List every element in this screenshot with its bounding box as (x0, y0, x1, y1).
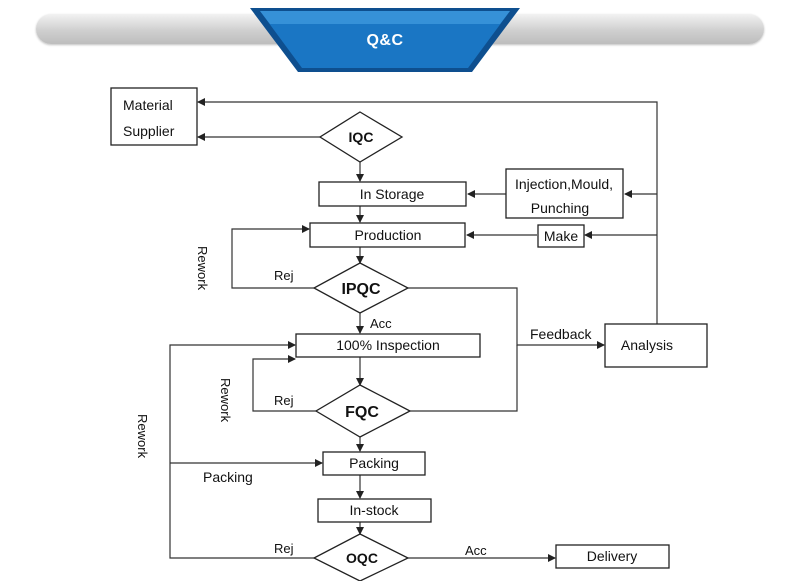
iqc-node: IQC (318, 111, 404, 163)
material-supplier-node: Material Supplier (110, 87, 198, 146)
material-supplier-line1: Material (123, 97, 173, 113)
in-storage-node: In Storage (318, 181, 467, 207)
rework-label-fqc: Rework (218, 378, 233, 423)
analysis-node: Analysis (604, 323, 708, 368)
production-label: Production (355, 227, 422, 243)
in-stock-label: In-stock (349, 502, 399, 518)
fqc-node: FQC (314, 384, 412, 438)
in-stock-node: In-stock (317, 498, 432, 523)
material-supplier-line2: Supplier (123, 123, 175, 139)
oqc-node: OQC (312, 533, 410, 581)
inspection-label: 100% Inspection (336, 337, 440, 353)
header-tab (250, 8, 520, 72)
feedback-label: Feedback (530, 326, 592, 342)
ipqc-node: IPQC (312, 262, 410, 314)
oqc-acc-label: Acc (465, 543, 487, 558)
ipqc-rej-label: Rej (274, 268, 294, 283)
ipqc-label: IPQC (341, 281, 381, 298)
rework-label-oqc: Rework (135, 414, 150, 459)
fqc-rej-label: Rej (274, 393, 294, 408)
page-title: Q&C (366, 32, 404, 49)
oqc-rej-label: Rej (274, 541, 294, 556)
rework-label-ipqc: Rework (195, 246, 210, 291)
in-storage-label: In Storage (360, 186, 425, 202)
connectors (169, 98, 658, 562)
iqc-label: IQC (349, 129, 374, 145)
inspection-node: 100% Inspection (295, 333, 481, 358)
delivery-node: Delivery (555, 544, 670, 569)
ipqc-acc-label: Acc (370, 316, 392, 331)
packing-label: Packing (349, 455, 399, 471)
make-label: Make (544, 228, 578, 244)
packing-branch-label: Packing (203, 469, 253, 485)
fqc-label: FQC (345, 404, 379, 421)
delivery-label: Delivery (587, 548, 638, 564)
injection-line2: Punching (531, 200, 589, 216)
packing-node: Packing (322, 451, 426, 476)
oqc-label: OQC (346, 550, 378, 566)
make-node: Make (537, 224, 585, 248)
injection-node: Injection,Mould, Punching (505, 168, 624, 219)
analysis-label: Analysis (621, 337, 673, 353)
production-node: Production (309, 222, 466, 248)
injection-line1: Injection,Mould, (515, 176, 613, 192)
